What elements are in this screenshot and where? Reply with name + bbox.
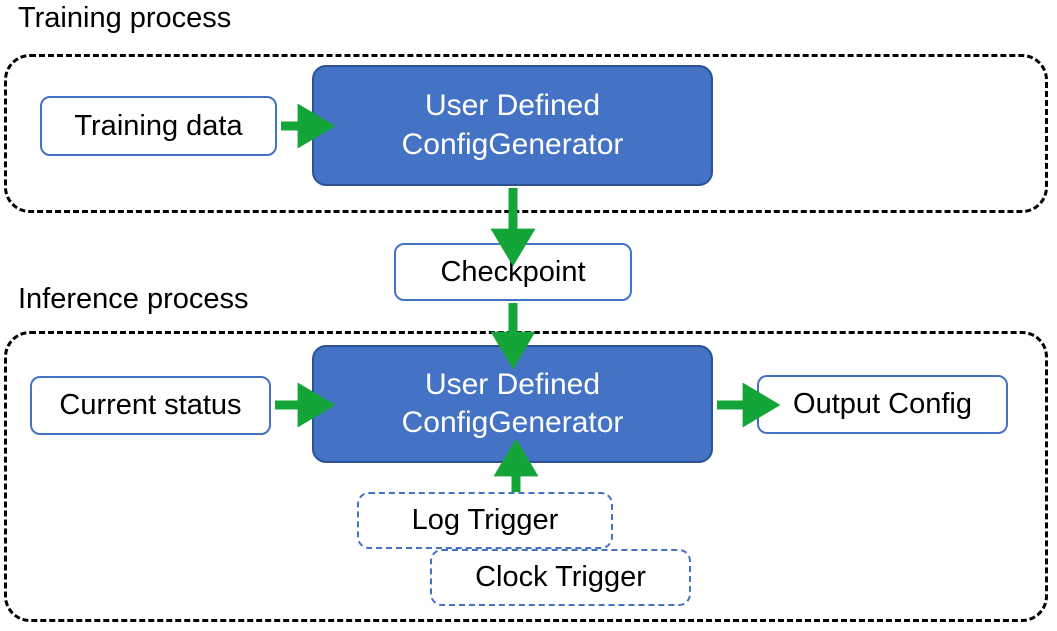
node-output-config[interactable]: Output Config [757,375,1008,434]
node-training-data[interactable]: Training data [40,96,277,156]
node-training-config-generator[interactable]: User Defined ConfigGenerator [312,65,713,186]
node-current-status[interactable]: Current status [30,376,271,435]
node-inference-config-generator[interactable]: User Defined ConfigGenerator [312,345,713,463]
node-training-data-label: Training data [74,109,243,142]
node-output-config-label: Output Config [793,388,972,420]
training-process-label: Training process [18,2,232,34]
node-inference-config-generator-line2: ConfigGenerator [401,406,624,439]
node-training-config-generator-line1: User Defined [424,89,601,123]
node-checkpoint-label: Checkpoint [440,255,586,288]
node-log-trigger[interactable]: Log Trigger [357,492,613,549]
inference-process-label: Inference process [18,283,249,315]
node-inference-config-generator-line1: User Defined [424,367,601,401]
training-process-container [4,54,1048,213]
node-clock-trigger-label: Clock Trigger [475,561,646,593]
node-current-status-label: Current status [59,389,242,421]
node-log-trigger-label: Log Trigger [411,504,559,536]
node-clock-trigger[interactable]: Clock Trigger [430,549,691,606]
node-checkpoint[interactable]: Checkpoint [394,243,632,301]
node-training-config-generator-line2: ConfigGenerator [401,127,624,161]
